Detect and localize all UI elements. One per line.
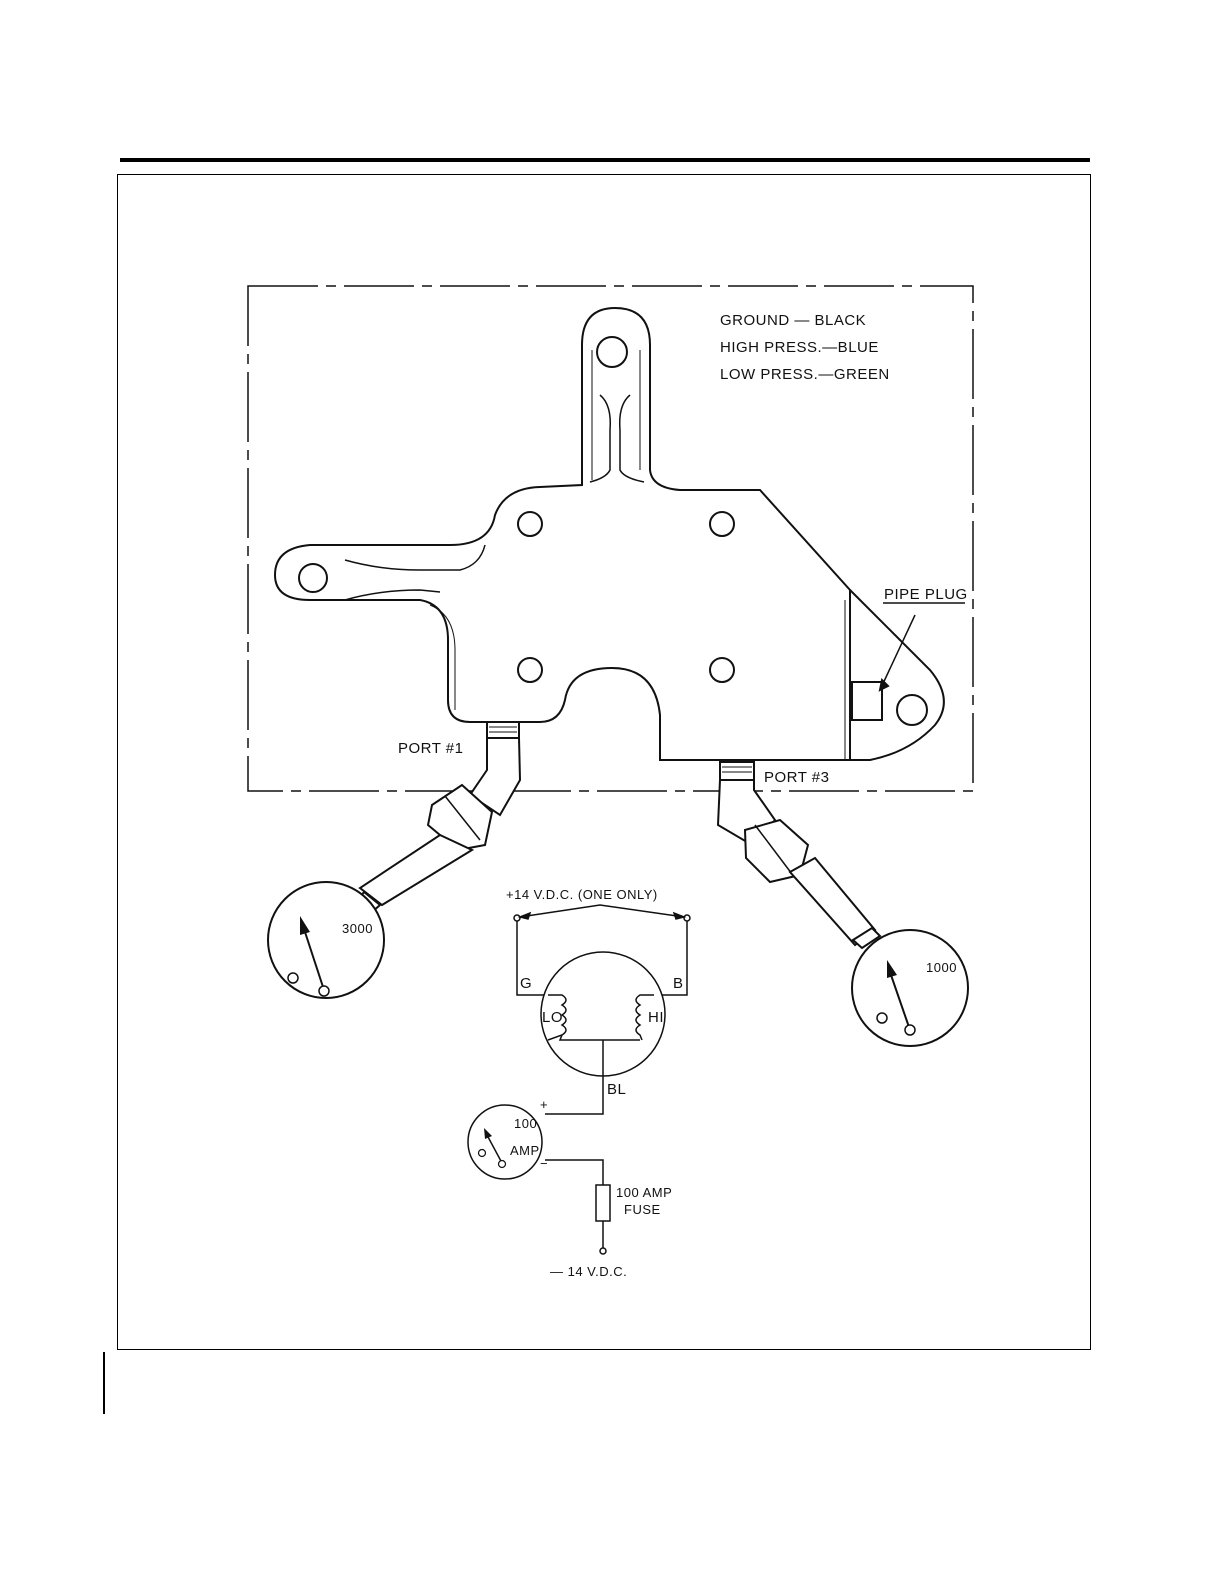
- port1-label: PORT #1: [398, 740, 463, 757]
- port3-fitting: [718, 762, 880, 948]
- pipe-plug-label: PIPE PLUG: [884, 586, 968, 603]
- wiring-schematic: [514, 905, 690, 1254]
- supply-label: +14 V.D.C. (ONE ONLY): [506, 887, 658, 902]
- gauge-left-value: 3000: [342, 921, 373, 936]
- fuse-label-1: 100 AMP: [616, 1185, 672, 1200]
- mounting-holes: [299, 337, 927, 725]
- ammeter-unit: AMP: [510, 1143, 540, 1158]
- ammeter-minus: −: [540, 1156, 548, 1171]
- gauge-right-value: 1000: [926, 960, 957, 975]
- ammeter-value: 100: [514, 1116, 537, 1131]
- ammeter: 100 AMP + −: [468, 1097, 548, 1179]
- fuse-label-2: FUSE: [624, 1202, 661, 1217]
- gauge-left: 3000: [268, 882, 384, 998]
- ammeter-plus: +: [540, 1097, 548, 1112]
- port3-label: PORT #3: [764, 769, 829, 786]
- legend-high: HIGH PRESS.—BLUE: [720, 339, 879, 356]
- pipe-plug: [852, 603, 965, 720]
- legend-ground: GROUND — BLACK: [720, 312, 866, 329]
- phantom-outline: [248, 286, 973, 791]
- wire-bl-label: BL: [607, 1081, 626, 1098]
- coil-hi-label: HI: [648, 1009, 664, 1026]
- coil-lo-label: LO: [542, 1009, 563, 1026]
- ground-supply-label: — 14 V.D.C.: [550, 1264, 627, 1279]
- gauge-right: 1000: [852, 930, 968, 1046]
- legend-low: LOW PRESS.—GREEN: [720, 366, 890, 383]
- terminal-g: G: [520, 975, 532, 992]
- terminal-b: B: [673, 975, 684, 992]
